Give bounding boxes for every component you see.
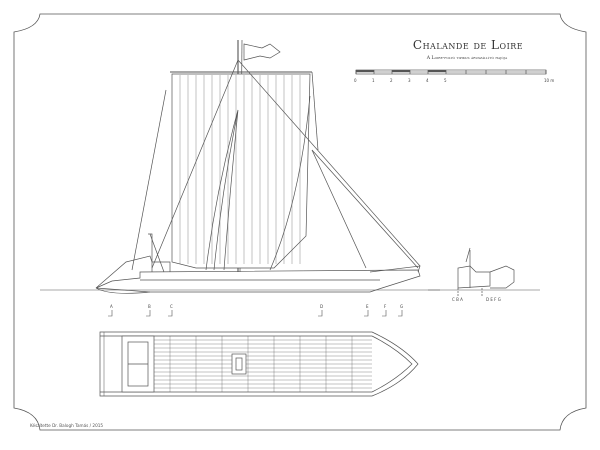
hull-side [95, 269, 421, 293]
section-marker [168, 310, 173, 317]
section-label: B [148, 304, 151, 309]
section-label: A [110, 304, 113, 309]
drawing-credit: Készítette Dr. Balogh Tamás / 2015 [30, 423, 104, 428]
scale-bar [355, 69, 547, 75]
section-marker [382, 310, 387, 317]
section-label: E [366, 304, 369, 309]
section-label: C [170, 304, 173, 309]
side-elevation [40, 39, 440, 294]
section-marker [364, 310, 369, 317]
body-plan [428, 247, 540, 296]
section-marker [146, 310, 151, 317]
section-label: G [400, 304, 403, 309]
sheet-border [13, 13, 587, 431]
body-plan-left-label: C B A [452, 297, 463, 302]
scale-label: 2 [390, 78, 393, 83]
body-plan-right-label: D E F G [486, 297, 501, 302]
section-marker [398, 310, 403, 317]
drawing-title: Chalande de Loire [412, 38, 524, 52]
scale-label: 0 [354, 78, 357, 83]
section-label: F [384, 304, 387, 309]
drawing-subtitle: A Loire-folyó tipikus áruszállító hajója [426, 56, 508, 61]
section-label: D [320, 304, 323, 309]
section-marker [108, 310, 113, 317]
section-marker [318, 310, 323, 317]
scale-label: 4 [426, 78, 429, 83]
main-sail [171, 73, 311, 269]
scale-label: 3 [408, 78, 411, 83]
scale-label: 5 [444, 78, 447, 83]
deck-plan [99, 331, 419, 397]
scale-label: 1 [372, 78, 375, 83]
scale-label: 10 m [544, 78, 554, 83]
